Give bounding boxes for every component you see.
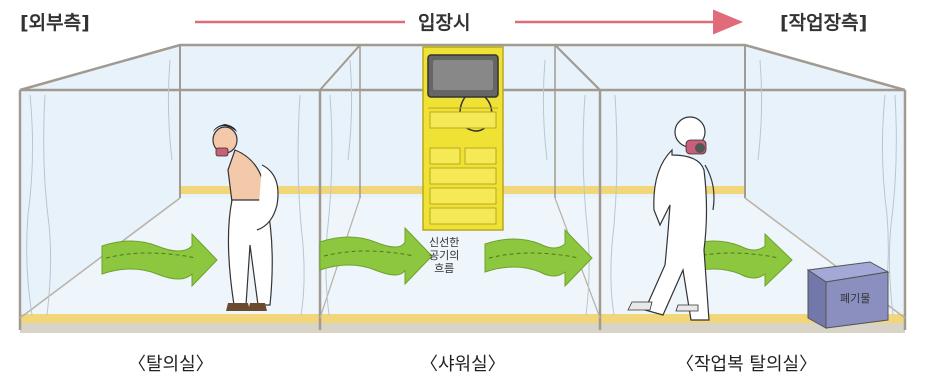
- room-label-shower: 〈샤워실〉: [420, 354, 506, 375]
- outside-label: [외부측]: [20, 12, 90, 34]
- air-flow-arrow-3: [484, 228, 593, 288]
- air-flow-arrow-2: [319, 226, 433, 286]
- room-label-changing: 〈탈의실〉: [128, 354, 214, 375]
- air-flow-arrows: [101, 226, 793, 288]
- direction-label: 입장시: [418, 12, 471, 34]
- front-floor-strip: [20, 314, 905, 323]
- air-flow-label: 신선한 공기의 흐름: [429, 236, 459, 275]
- waste-box: [806, 261, 890, 329]
- room-label-workwear-changing: 〈작업복 탈의실〉: [676, 354, 818, 375]
- air-flow-label-line-1: 신선한: [429, 236, 460, 249]
- air-flow-arrow-4: [684, 232, 793, 288]
- air-flow-arrow-1: [101, 232, 218, 288]
- air-flow-label-line-3: 흐름: [434, 262, 455, 275]
- air-flow-label-line-2: 공기의: [429, 249, 460, 262]
- person-protective-suit: [627, 116, 715, 321]
- shower-unit: [422, 46, 504, 231]
- waste-label: 폐기물: [840, 292, 871, 305]
- work-side-label: [작업장측]: [780, 12, 868, 34]
- person-undressing: [212, 124, 279, 311]
